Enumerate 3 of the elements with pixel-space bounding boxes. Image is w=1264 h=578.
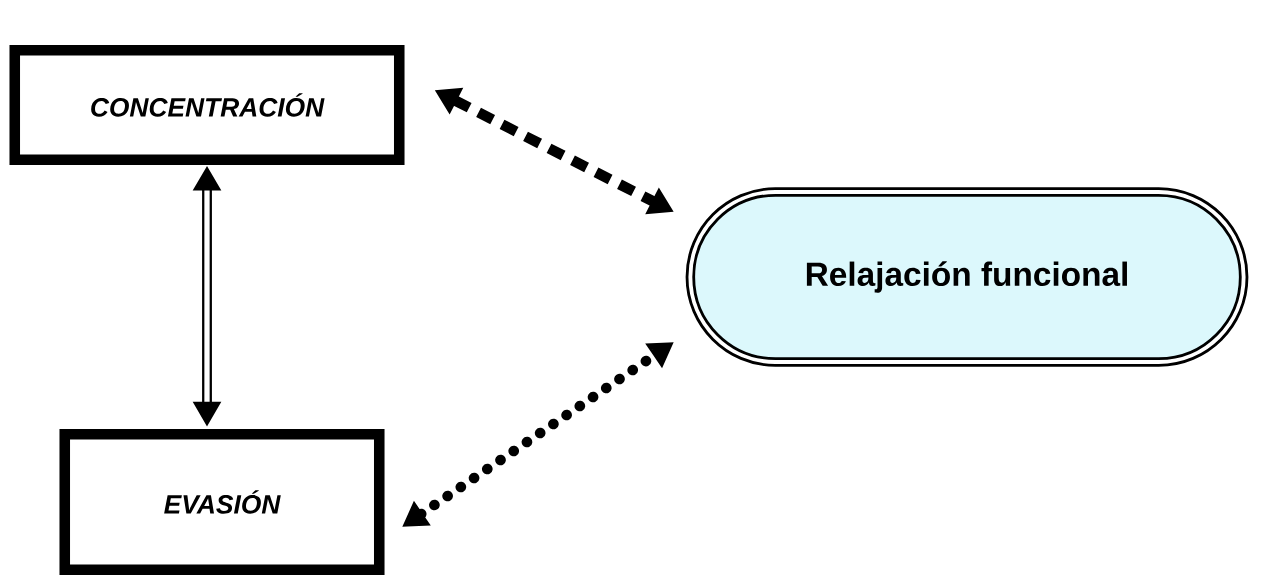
text-box: EVASIÓN — [59, 428, 385, 575]
text-box: CONCENTRACIÓN — [9, 44, 405, 165]
rounded-pill: Relajación funcional — [685, 187, 1249, 367]
